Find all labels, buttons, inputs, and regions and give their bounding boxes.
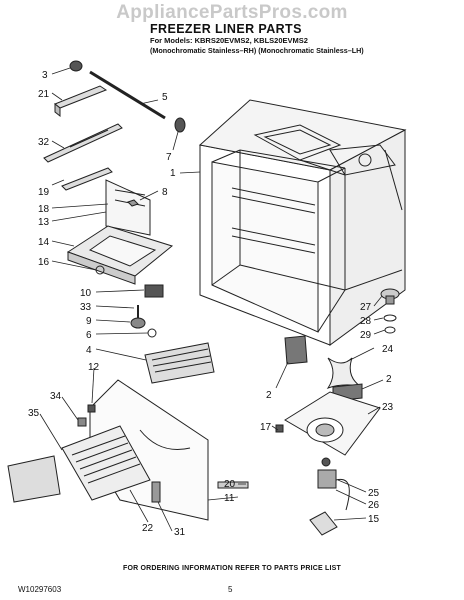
freezer-liner-drawing (198, 99, 407, 346)
callout-24: 24 (382, 344, 394, 355)
callout-11: 11 (224, 493, 235, 504)
callout-10: 10 (80, 288, 92, 299)
motor-drawing (309, 457, 350, 536)
callout-26: 26 (368, 500, 380, 511)
watermark: AppliancePartsPros.com (116, 2, 348, 23)
callout-34: 34 (50, 391, 62, 402)
callout-23: 23 (382, 402, 394, 413)
callout-14: 14 (38, 237, 50, 248)
callout-19: 19 (38, 187, 50, 198)
right-small-parts-drawing (380, 288, 400, 334)
tray-drawing (66, 225, 174, 285)
callout-3: 3 (42, 70, 48, 81)
small-parts-drawing (130, 284, 164, 338)
callout-32: 32 (38, 137, 50, 148)
callout-16: 16 (38, 257, 50, 268)
document-number: W10297603 (18, 585, 62, 594)
callout-2-left: 2 (266, 390, 272, 401)
variants-line: (Monochromatic Stainless–RH) (Monochroma… (150, 46, 364, 55)
fan-and-plates-drawing (284, 335, 363, 402)
models-line: For Models: KBRS20EVMS2, KBLS20EVMS2 (150, 36, 308, 45)
callout-1: 1 (170, 168, 176, 179)
bracket-drawing (105, 179, 151, 236)
callout-35: 35 (28, 408, 40, 419)
grille-drawing (144, 342, 215, 384)
callout-4: 4 (86, 345, 92, 356)
callout-8: 8 (162, 187, 168, 198)
callout-18: 18 (38, 204, 50, 215)
callout-2-right: 2 (386, 374, 392, 385)
callout-13: 13 (38, 217, 50, 228)
callout-31: 31 (174, 527, 186, 538)
callout-5: 5 (162, 92, 168, 103)
callout-29: 29 (360, 330, 372, 341)
callout-22: 22 (142, 523, 154, 534)
callout-17: 17 (260, 422, 272, 433)
callout-33: 33 (80, 302, 92, 313)
callout-12: 12 (88, 362, 100, 373)
page-number: 5 (228, 585, 233, 594)
callout-25: 25 (368, 488, 380, 499)
callout-27: 27 (360, 302, 372, 313)
page-title: FREEZER LINER PARTS (150, 22, 302, 36)
callout-20: 20 (224, 479, 236, 490)
rod-drawing (69, 60, 186, 133)
callout-9: 9 (86, 316, 92, 327)
panel-drawing (7, 379, 284, 521)
fan-housing-drawing (284, 391, 381, 456)
callout-15: 15 (368, 514, 380, 525)
callout-7: 7 (166, 152, 172, 163)
rail-drawings (43, 85, 123, 191)
callout-21: 21 (38, 89, 50, 100)
leader-lines (39, 67, 386, 532)
callout-6: 6 (86, 330, 92, 341)
callout-28: 28 (360, 316, 372, 327)
ordering-note: FOR ORDERING INFORMATION REFER TO PARTS … (122, 565, 342, 572)
